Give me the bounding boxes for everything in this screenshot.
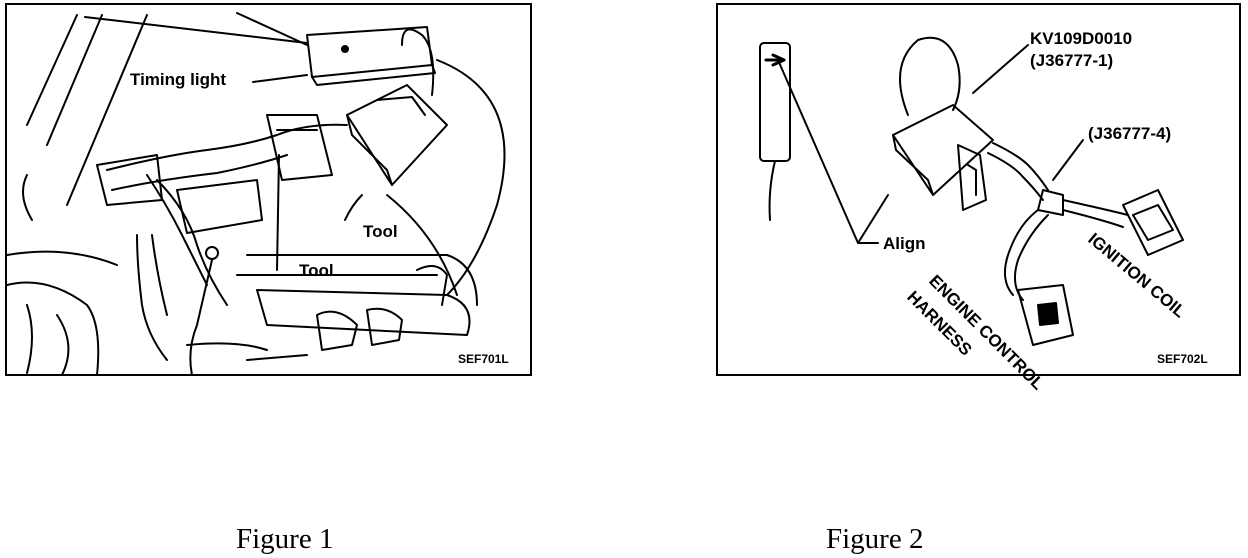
tool-number-label: KV109D0010 [1030,29,1133,48]
figure-2-caption: Figure 2 [826,523,924,555]
tool-label-upper: Tool [363,222,398,241]
adapter-label: (J36777-4) [1088,124,1172,143]
figure-2-code: SEF702L [1157,352,1208,366]
tool-number-alt-label: (J36777-1) [1030,51,1114,70]
figure-1-engine-drawing [7,12,506,374]
align-label: Align [883,234,926,253]
figure-2-connector-drawing [759,36,1184,346]
figure-1-illustration: Timing light Tool Tool SEF701L [5,3,532,376]
tool-label-lower: Tool [299,261,334,280]
figure-2-illustration: KV109D0010 (J36777-1) (J36777-4) Align S… [716,3,1241,376]
figure-1-code: SEF701L [458,352,509,366]
timing-light-label: Timing light [130,70,227,89]
figure-1-caption: Figure 1 [236,523,334,555]
